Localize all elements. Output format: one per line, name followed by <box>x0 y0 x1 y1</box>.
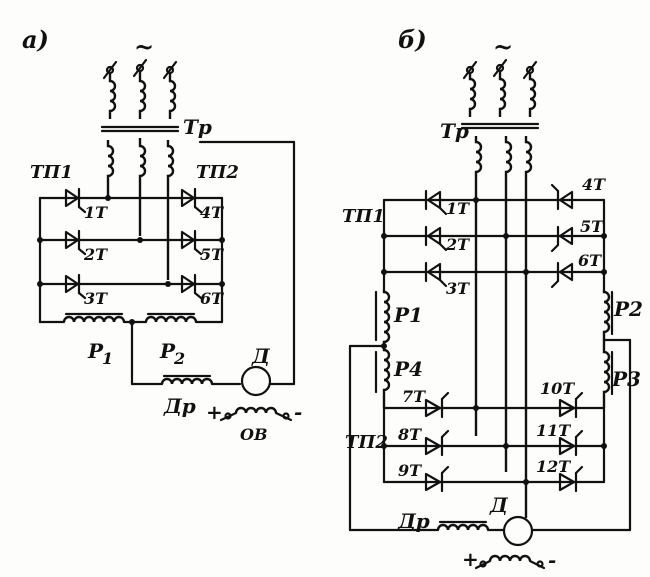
field-winding: + - ОВ <box>206 400 302 444</box>
svg-text:4Т: 4Т <box>582 175 606 194</box>
diagram-a-reactors: Р 1 Р 2 <box>38 312 224 368</box>
svg-text:3Т: 3Т <box>84 289 108 308</box>
svg-text:7Т: 7Т <box>402 387 426 406</box>
diagram-b-bottom-bridge-frame <box>381 405 607 485</box>
thyristor-9T: 9Т <box>398 461 450 493</box>
field-winding-label: ОВ <box>240 425 267 444</box>
diagram-a-bridge-left-label: ТП1 <box>30 162 73 183</box>
choke-b-label: Др <box>397 509 430 533</box>
diagram-b-bridge-top-label: ТП1 <box>342 206 385 227</box>
choke-label: Др <box>163 394 196 418</box>
svg-text:9Т: 9Т <box>398 461 422 480</box>
diagram-b-left-reactors: Р1 Р4 <box>348 290 423 532</box>
thyristor-2T-b: 2Т <box>424 225 470 254</box>
svg-text:6Т: 6Т <box>200 289 224 308</box>
svg-text:10Т: 10Т <box>540 379 575 398</box>
diagram-b-output-circuit: Др Д <box>348 493 632 547</box>
svg-text:6Т: 6Т <box>578 251 602 270</box>
svg-text:5Т: 5Т <box>580 217 604 236</box>
svg-text:5Т: 5Т <box>200 245 224 264</box>
diagram-b-transformer-secondary <box>474 136 533 518</box>
motor-label: Д <box>251 344 271 368</box>
diagram-b-right-reactors: Р2 Р3 <box>602 290 643 532</box>
thyristor-10T: 10Т <box>540 379 584 419</box>
diagram-b-ac-symbol: ~ <box>493 32 513 61</box>
thyristor-6T-b: 6Т <box>550 251 602 289</box>
motor-symbol <box>240 365 272 397</box>
thyristor-4T-b: 4Т <box>550 175 606 211</box>
svg-text:+: + <box>206 400 223 424</box>
svg-text:1Т: 1Т <box>84 203 108 222</box>
diagram-a-transformer-primary <box>108 71 177 119</box>
thyristor-6T: 6Т <box>180 273 224 308</box>
motor-b-label: Д <box>489 493 509 517</box>
thyristor-4T: 4Т <box>180 187 224 222</box>
reactor-p1-b-label: Р1 <box>393 303 423 327</box>
svg-text:2Т: 2Т <box>83 245 108 264</box>
diagram-a-bridge-frame <box>37 195 225 324</box>
diagram-a-label: а) <box>22 25 49 54</box>
thyristor-2T: 2Т <box>64 229 108 264</box>
reactor-p1-label: Р <box>87 339 104 363</box>
svg-text:-: - <box>294 400 302 424</box>
svg-text:2Т: 2Т <box>445 235 470 254</box>
reactor-p2-label: Р <box>159 339 176 363</box>
svg-text:8Т: 8Т <box>397 425 422 444</box>
diagram-b-supply-terminals <box>462 58 538 80</box>
thyristor-8T: 8Т <box>397 425 450 457</box>
diagram-a-transformer-label: Тр <box>183 115 212 139</box>
diagram-b-label: б) <box>398 25 427 54</box>
reactor-p2-b-label: Р2 <box>613 297 643 321</box>
diagram-a-transformer-secondary <box>106 138 175 280</box>
thyristor-11T: 11Т <box>536 421 584 457</box>
svg-text:12Т: 12Т <box>536 457 571 476</box>
diagram-b-bridge-bottom-label: ТП2 <box>345 432 388 453</box>
diagram-a-bridge-right-label: ТП2 <box>196 162 239 183</box>
diagram-a-ac-symbol: ~ <box>134 32 154 61</box>
svg-text:+: + <box>462 547 479 571</box>
thyristor-7T: 7Т <box>402 387 450 419</box>
reactor-p2-subscript: 2 <box>173 349 185 368</box>
thyristor-5T-b: 5Т <box>550 217 604 253</box>
svg-text:4Т: 4Т <box>200 203 224 222</box>
motor-b-symbol <box>502 515 534 547</box>
diagram-a-output-circuit: Др Д <box>130 140 296 418</box>
svg-text:1Т: 1Т <box>446 199 470 218</box>
thyristor-3T: 3Т <box>64 273 108 308</box>
reactor-p1-subscript: 1 <box>102 349 113 368</box>
diagram-b-top-bridge-frame <box>381 197 607 292</box>
diagram-b-transformer-label: Тр <box>440 119 469 143</box>
thyristor-12T: 12Т <box>536 457 584 493</box>
diagram-b-transformer-primary <box>468 71 537 117</box>
field-winding-b: + - <box>462 547 556 572</box>
svg-text:11Т: 11Т <box>536 421 571 440</box>
svg-text:-: - <box>548 548 556 572</box>
thyristor-3T-b: 3Т <box>424 261 470 298</box>
thyristor-1T-b: 1Т <box>424 189 470 218</box>
reactor-p3-b-label: Р3 <box>611 367 641 391</box>
svg-text:3Т: 3Т <box>446 279 470 298</box>
diagram-b: б) ~ Тр ТП1 ТП2 <box>342 25 643 572</box>
thyristor-1T: 1Т <box>64 187 108 222</box>
reactor-p4-b-label: Р4 <box>393 357 423 381</box>
diagram-a: а) ~ Тр ТП1 ТП2 <box>22 25 302 444</box>
thyristor-5T: 5Т <box>180 229 224 264</box>
